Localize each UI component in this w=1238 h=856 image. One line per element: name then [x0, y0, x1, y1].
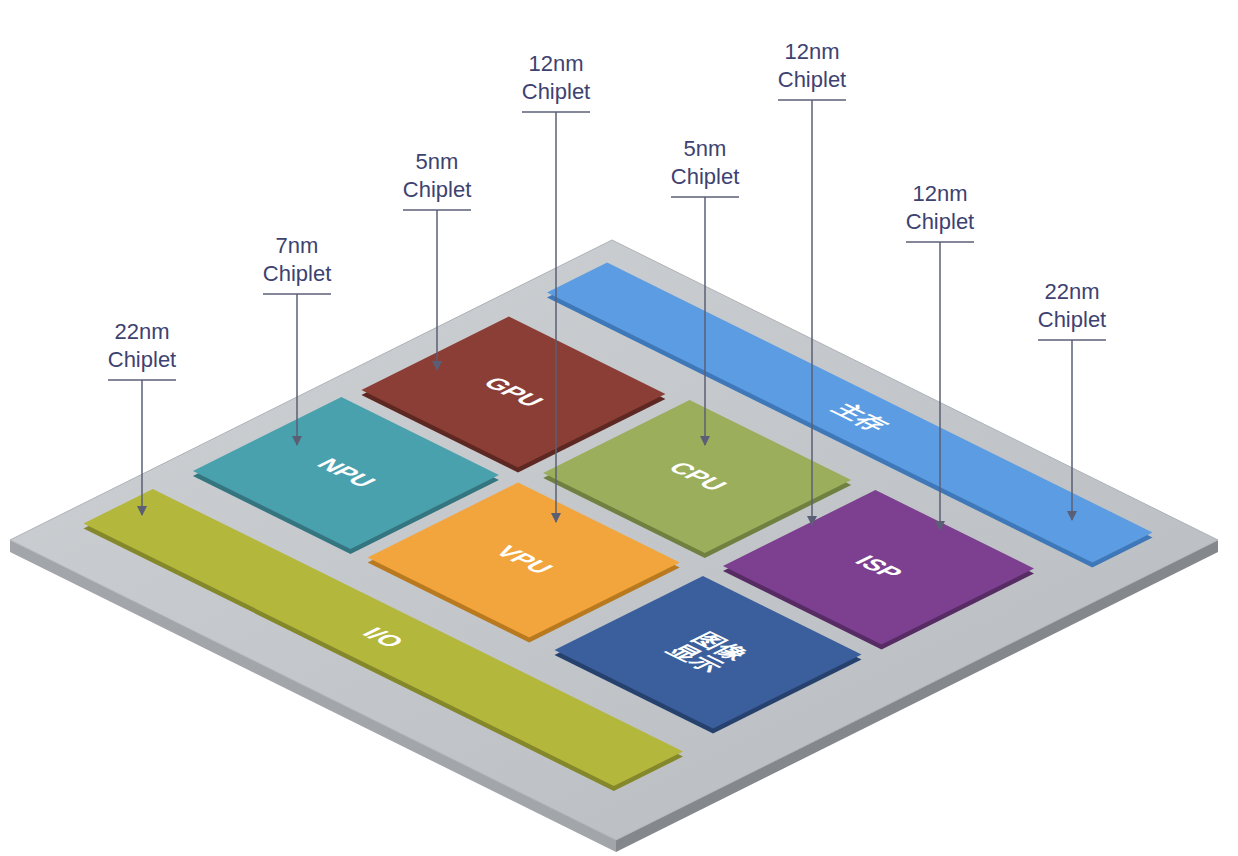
process-label: 22nm Chiplet [1038, 278, 1106, 333]
chiplet-name: ISP [848, 552, 909, 582]
leader-line [555, 112, 557, 522]
process-label: 5nm Chiplet [671, 135, 739, 190]
chiplet-box: I/O [84, 489, 683, 786]
chiplet-name: CPU [661, 459, 733, 495]
chiplet-fill [84, 489, 683, 791]
substrate-top [10, 240, 1218, 840]
chiplet-name: 主存 [825, 400, 895, 435]
leader-line [141, 380, 143, 515]
chiplet-box: NPU [193, 397, 499, 549]
leader-lines [108, 100, 1106, 530]
leader-line [939, 242, 941, 530]
chiplet-fills [84, 263, 1153, 792]
chiplet-box: ISP [723, 490, 1034, 645]
chip-plane: 主存 GPU CPU ISP NPU VPU 图像显示 I/O [10, 240, 1218, 840]
process-label: 22nm Chiplet [108, 318, 176, 373]
process-label: 12nm Chiplet [906, 180, 974, 235]
chiplet-top [84, 489, 683, 786]
chiplet-name: 图像显示 [660, 629, 755, 676]
process-label: 7nm Chiplet [263, 232, 331, 287]
leader-line [296, 294, 298, 445]
chiplet-box: CPU [543, 400, 851, 553]
substrate [10, 240, 1218, 852]
leader-line [811, 100, 813, 525]
chiplet-box: GPU [361, 317, 665, 468]
chiplet-name: NPU [310, 455, 382, 491]
process-label: 5nm Chiplet [403, 148, 471, 203]
chiplet-name: GPU [477, 374, 551, 410]
chiplet-name: I/O [356, 624, 411, 651]
chiplet-box: 图像显示 [554, 576, 861, 729]
chiplet-name: VPU [488, 542, 559, 577]
process-label: 12nm Chiplet [778, 38, 846, 93]
chiplet-box: VPU [368, 483, 680, 638]
chiplet-top [554, 576, 861, 729]
leader-line [1071, 340, 1073, 520]
leader-line [704, 197, 706, 445]
chiplet-fill [554, 576, 861, 734]
leader-line [436, 210, 438, 370]
process-label: 12nm Chiplet [522, 50, 590, 105]
